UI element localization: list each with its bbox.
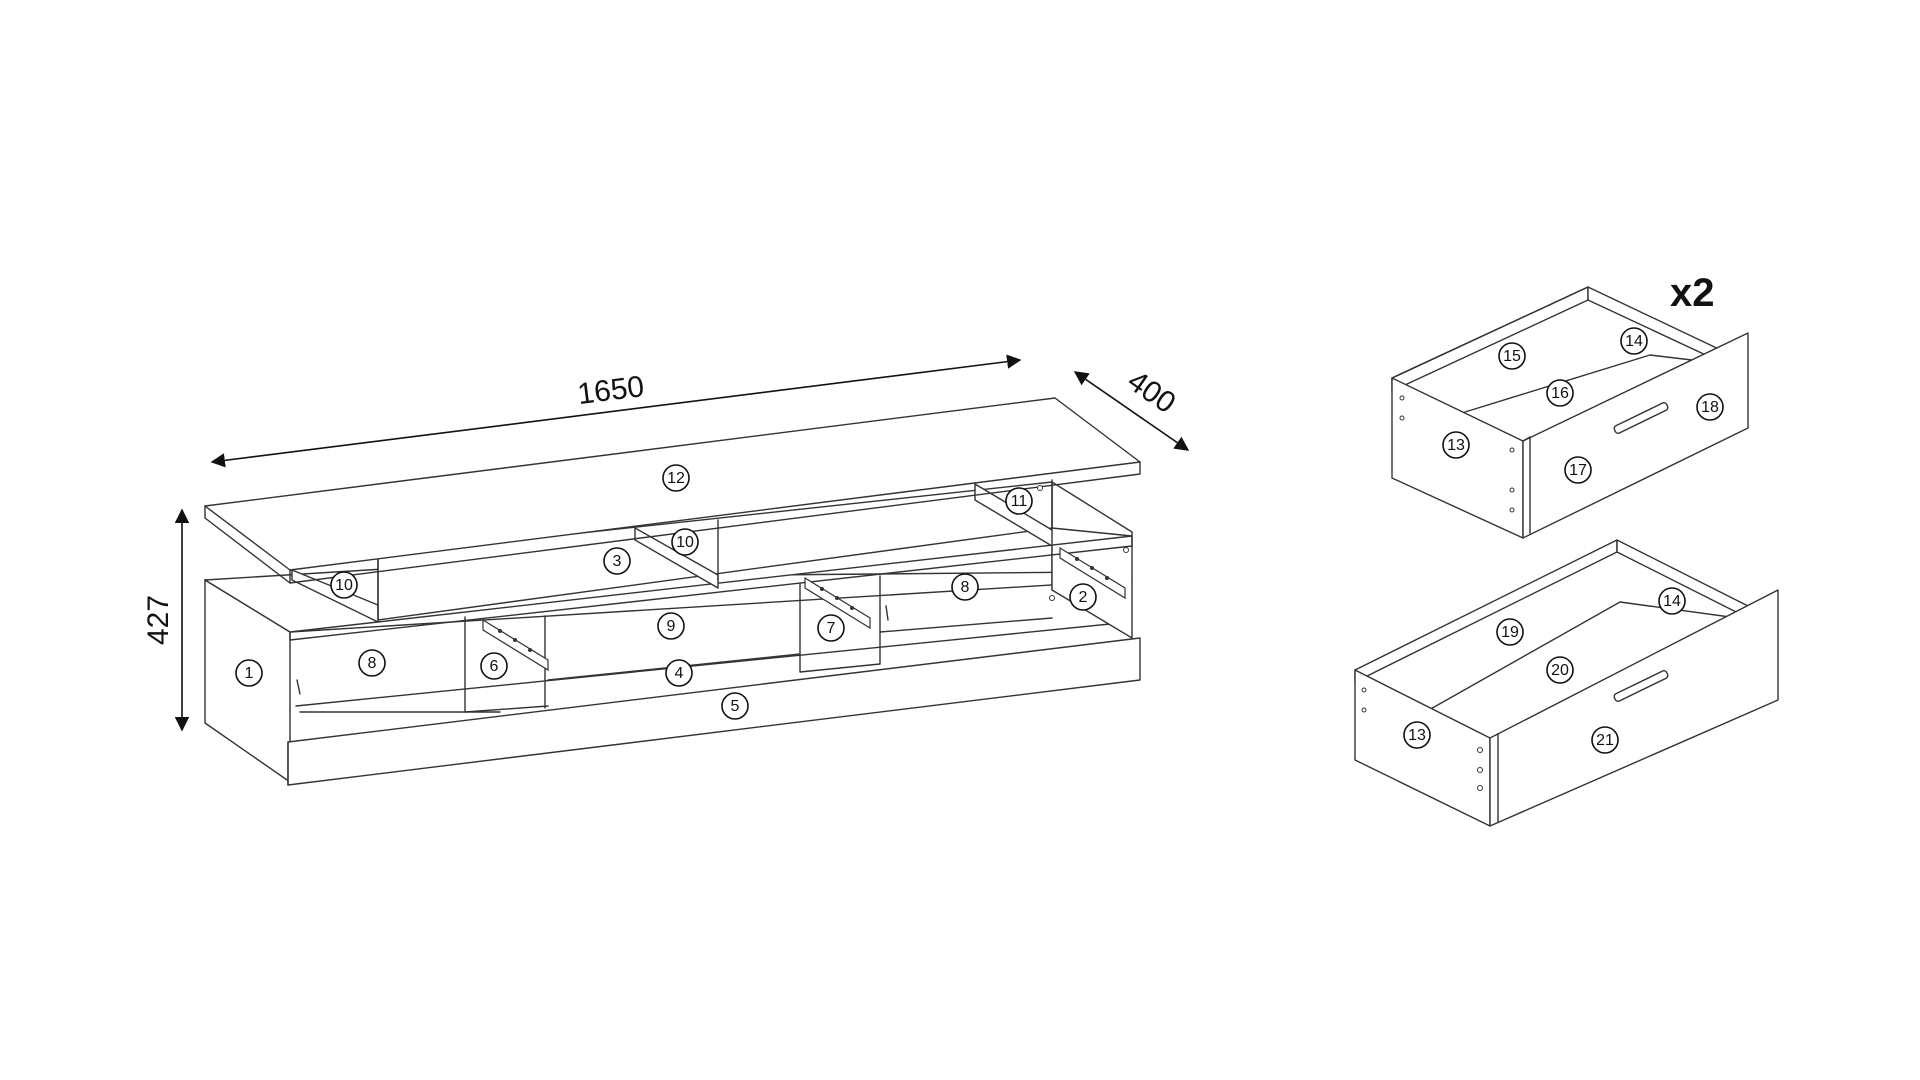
right-back-panel-line xyxy=(879,617,1053,633)
callout-10b: 10 xyxy=(671,528,699,556)
small-drawer-front xyxy=(1522,332,1749,539)
callout-11: 11 xyxy=(1005,487,1033,515)
callout-10a-label: 10 xyxy=(335,577,353,594)
callout-16-label: 16 xyxy=(1551,385,1569,402)
callout-8b: 8 xyxy=(951,573,979,601)
large-drawer-hole-3 xyxy=(1477,747,1483,753)
callout-13a-label: 13 xyxy=(1447,437,1465,454)
callout-1-label: 1 xyxy=(245,665,254,682)
small-drawer-handle xyxy=(1613,402,1669,434)
large-drawer-bottom xyxy=(1419,601,1753,716)
hole-right-1 xyxy=(1049,595,1055,601)
middle-shelf-thickness xyxy=(289,535,1133,641)
drawer-quantity-label: x2 xyxy=(1670,271,1715,315)
large-drawer-hole-1 xyxy=(1361,687,1367,693)
large-drawer-handle xyxy=(1613,670,1669,702)
callout-20: 20 xyxy=(1546,656,1574,684)
large-drawer xyxy=(1354,539,1779,827)
callout-4-label: 4 xyxy=(675,665,684,682)
callout-3: 3 xyxy=(603,547,631,575)
callout-9: 9 xyxy=(657,612,685,640)
small-drawer-left-top xyxy=(1391,286,1589,379)
dimension-width-label: 1650 xyxy=(576,370,646,411)
large-drawer-hole-4 xyxy=(1477,767,1483,773)
dimension-width: 1650 xyxy=(210,354,1022,468)
callout-18: 18 xyxy=(1696,393,1724,421)
callout-20-label: 20 xyxy=(1551,662,1569,679)
callout-8a: 8 xyxy=(358,649,386,677)
dimension-height: 427 xyxy=(142,508,190,732)
callout-13b-label: 13 xyxy=(1408,727,1426,744)
callout-14b-label: 14 xyxy=(1663,593,1681,610)
callout-13b: 13 xyxy=(1403,721,1431,749)
small-drawer-front-edge xyxy=(1522,436,1531,534)
drawer-rail-mid xyxy=(804,576,871,630)
divider-mid xyxy=(799,583,881,673)
callout-7: 7 xyxy=(817,614,845,642)
large-drawer-back xyxy=(1354,539,1618,683)
callout-21-label: 21 xyxy=(1596,732,1614,749)
callout-1: 1 xyxy=(235,659,263,687)
small-drawer-hole-2 xyxy=(1399,415,1405,421)
small-drawer-back xyxy=(1391,286,1589,392)
callout-10a: 10 xyxy=(330,571,358,599)
callout-11-label: 11 xyxy=(1011,493,1028,510)
callout-15-label: 15 xyxy=(1503,348,1521,365)
callout-2: 2 xyxy=(1069,583,1097,611)
drawer-rail-left xyxy=(482,618,549,672)
dimension-height-label: 427 xyxy=(142,595,175,645)
hinge-mark-left xyxy=(296,679,301,695)
large-drawer-left-side xyxy=(1354,669,1491,827)
small-drawer-hole-5 xyxy=(1509,507,1515,513)
small-drawer-hole-1 xyxy=(1399,395,1405,401)
callout-14a-label: 14 xyxy=(1625,333,1643,350)
callout-6: 6 xyxy=(480,652,508,680)
callout-14b: 14 xyxy=(1658,587,1686,615)
small-drawer-hole-4 xyxy=(1509,487,1515,493)
hole-right-2 xyxy=(1123,547,1129,553)
upright-center xyxy=(634,527,719,589)
callout-5: 5 xyxy=(721,692,749,720)
callout-16: 16 xyxy=(1546,379,1574,407)
callout-9-label: 9 xyxy=(667,618,676,635)
callout-12-label: 12 xyxy=(667,470,685,487)
hole-right-3 xyxy=(1037,485,1043,491)
callout-5-label: 5 xyxy=(731,698,740,715)
callout-10b-label: 10 xyxy=(676,534,694,551)
callout-19-label: 19 xyxy=(1501,624,1519,641)
callout-12: 12 xyxy=(662,464,690,492)
large-drawer-hole-2 xyxy=(1361,707,1367,713)
small-drawer-hole-3 xyxy=(1509,447,1515,453)
callout-3-label: 3 xyxy=(613,553,622,570)
callout-8a-label: 8 xyxy=(368,655,377,672)
callout-19: 19 xyxy=(1496,618,1524,646)
callout-14a: 14 xyxy=(1620,327,1648,355)
hinge-mark-mid xyxy=(885,605,889,621)
callout-18-label: 18 xyxy=(1701,399,1719,416)
large-drawer-front xyxy=(1489,589,1779,827)
large-drawer-hole-5 xyxy=(1477,785,1483,791)
bottom-shelf-edge xyxy=(295,621,1131,707)
callout-2-label: 2 xyxy=(1079,589,1088,606)
callout-13a: 13 xyxy=(1442,431,1470,459)
divider-left xyxy=(464,616,549,713)
dimension-depth-label: 400 xyxy=(1121,364,1181,420)
callout-15: 15 xyxy=(1498,342,1526,370)
callout-7-label: 7 xyxy=(827,620,836,637)
small-drawer xyxy=(1391,286,1749,539)
callout-6-label: 6 xyxy=(490,658,499,675)
callout-8b-label: 8 xyxy=(961,579,970,596)
callout-17-label: 17 xyxy=(1569,462,1587,479)
large-drawer-right-side xyxy=(1616,539,1753,621)
callout-17: 17 xyxy=(1564,456,1592,484)
callout-21: 21 xyxy=(1591,726,1619,754)
drawer-rail-right xyxy=(1059,546,1126,600)
callout-4: 4 xyxy=(665,659,693,687)
